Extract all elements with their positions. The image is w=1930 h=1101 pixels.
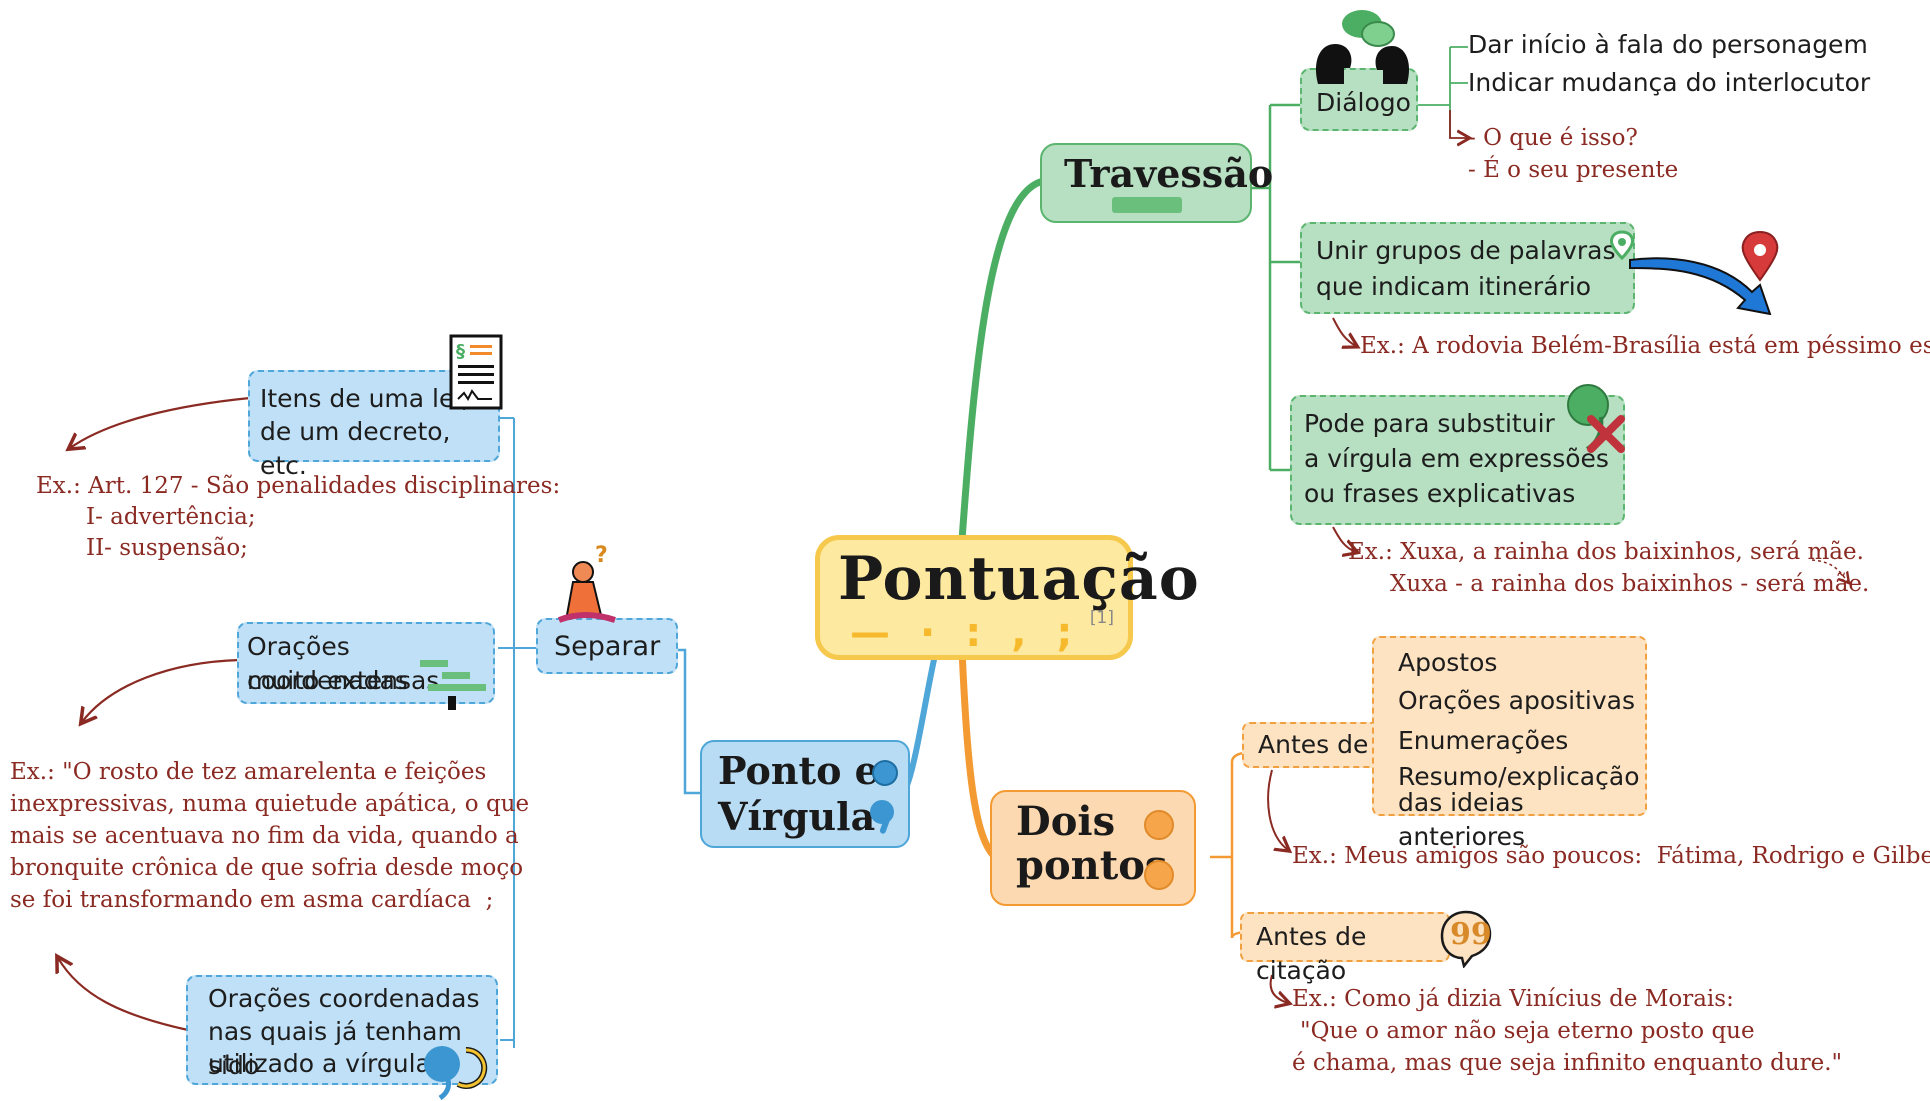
- itinerario-node[interactable]: Unir grupos de palavras que indicam itin…: [1300, 222, 1635, 314]
- punctuation-marks: — · : , ;: [850, 610, 1090, 656]
- dialogo-item-2: Indicar mudança do interlocutor: [1468, 68, 1871, 97]
- location-pin-icon: [1610, 230, 1779, 315]
- separar-node[interactable]: Separar: [536, 618, 678, 674]
- antes-de-item-2: Orações apositivas: [1398, 686, 1636, 715]
- reference-mark: [1]: [1089, 608, 1114, 628]
- substituir-line-2: a vírgula em expressões: [1304, 444, 1609, 473]
- substituir-example-2: Xuxa - a rainha dos baixinhos - será mãe…: [1390, 571, 1870, 597]
- antes-de-example: Ex.: Meus amigos são poucos: Fátima, Rod…: [1292, 843, 1930, 869]
- extensas-example-2: inexpressivas, numa quietude apática, o …: [10, 791, 530, 817]
- mark-colon: :: [965, 610, 982, 656]
- dialogo-example-1: - O que é isso?: [1468, 125, 1638, 151]
- ponto-virgula-title-2: Vírgula: [718, 794, 876, 839]
- mark-comma: ,: [1011, 610, 1027, 656]
- virgula-line-2: nas quais já tenham sido: [208, 1017, 462, 1080]
- separar-label: Separar: [554, 631, 661, 662]
- dialogo-example-2: - É o seu presente: [1468, 157, 1679, 183]
- extensas-line-2: muito extensas: [247, 666, 440, 695]
- virgula-line-3: utilizado a vírgula.: [208, 1049, 439, 1078]
- lei-line-2: de um decreto, etc.: [260, 417, 451, 480]
- substituir-example-1: Ex.: Xuxa, a rainha dos baixinhos, será …: [1348, 539, 1864, 565]
- lei-example-1: Ex.: Art. 127 - São penalidades discipli…: [36, 473, 561, 499]
- law-document-icon: §: [449, 334, 503, 410]
- citacao-example-1: Ex.: Como já dizia Vinícius de Morais:: [1292, 986, 1734, 1012]
- substituir-line-1: Pode para substituir: [1304, 409, 1555, 438]
- comma-cross-icon: [1567, 384, 1625, 453]
- dois-pontos-title-1: Dois: [1016, 798, 1116, 845]
- colon-dot-top: [1144, 810, 1174, 840]
- travessao-node[interactable]: Travessão: [1040, 143, 1273, 223]
- ponto-virgula-title-1: Ponto e: [718, 748, 879, 793]
- dialogo-item-1: Dar início à fala do personagem: [1468, 30, 1868, 59]
- extensas-line-1: Orações coordenadas: [247, 632, 408, 695]
- dois-pontos-title-2: pontos: [1016, 842, 1168, 889]
- svg-text:?: ?: [595, 543, 608, 568]
- travessao-dash-mark: [1112, 197, 1182, 213]
- colon-dot-bottom: [1144, 860, 1174, 890]
- virgula-line-1: Orações coordenadas: [208, 984, 480, 1013]
- mark-semicolon: ;: [1056, 610, 1073, 656]
- extensas-example-1: Ex.: "O rosto de tez amarelenta e feiçõe…: [10, 759, 487, 785]
- citacao-node[interactable]: Antes de citação: [1240, 912, 1450, 985]
- substituir-line-3: ou frases explicativas: [1304, 479, 1576, 508]
- antes-de-item-1: Apostos: [1398, 648, 1498, 677]
- link-travessao: [958, 178, 1044, 544]
- antes-de-label: Antes de: [1258, 730, 1369, 759]
- antes-de-list: Apostos Orações apositivas Enumerações R…: [1372, 636, 1647, 851]
- dialogo-label: Diálogo: [1316, 88, 1411, 117]
- citacao-example-3: é chama, mas que seja infinito enquanto …: [1292, 1050, 1843, 1076]
- dois-pontos-node[interactable]: Dois pontos: [990, 790, 1196, 906]
- substituir-node[interactable]: Pode para substituir a vírgula em expres…: [1290, 395, 1625, 525]
- central-title: Pontuação: [838, 544, 1200, 614]
- itinerario-line-1: Unir grupos de palavras: [1316, 236, 1616, 265]
- antes-de-item-3: Enumerações: [1398, 726, 1569, 755]
- lei-example-3: II- suspensão;: [86, 535, 248, 561]
- speech-heads-icon: [1315, 10, 1410, 84]
- itinerario-line-2: que indicam itinerário: [1316, 272, 1592, 301]
- mark-dot: ·: [920, 610, 936, 656]
- antes-de-node[interactable]: Antes de: [1242, 722, 1387, 768]
- thinking-person-icon: ?: [557, 543, 616, 623]
- antes-de-item-4: Resumo/explicação: [1398, 762, 1640, 791]
- dialogo-node[interactable]: Diálogo: [1300, 68, 1418, 131]
- quote-icon: 99: [1440, 910, 1492, 968]
- recycle-comma-icon: [424, 1046, 488, 1100]
- svg-text:§: §: [456, 341, 465, 362]
- antes-de-item-5: das ideias anteriores: [1398, 788, 1526, 851]
- semicolon-dot: [872, 760, 898, 786]
- lei-line-1: Itens de uma lei,: [260, 384, 470, 413]
- semicolon-comma: [870, 800, 894, 824]
- lei-example-2: I- advertência;: [86, 504, 256, 530]
- mark-dash: —: [850, 610, 890, 656]
- citacao-label: Antes de citação: [1256, 922, 1367, 985]
- extensas-example-5: se foi transformando em asma cardíaca ;: [10, 887, 494, 913]
- stacked-lines-icon: [420, 660, 486, 710]
- extensas-example-4: bronquite crônica de que sofria desde mo…: [10, 855, 524, 881]
- svg-text:99: 99: [1450, 917, 1492, 952]
- ponto-virgula-node[interactable]: Ponto e Vírgula: [700, 740, 910, 848]
- travessao-title: Travessão: [1064, 151, 1274, 196]
- extensas-example-3: mais se acentuava no fim da vida, quando…: [10, 823, 519, 849]
- citacao-example-2: "Que o amor não seja eterno posto que: [1300, 1018, 1755, 1044]
- itinerario-example: Ex.: A rodovia Belém-Brasília está em pé…: [1360, 333, 1930, 359]
- central-node[interactable]: Pontuação — · : , ; [1]: [815, 535, 1199, 660]
